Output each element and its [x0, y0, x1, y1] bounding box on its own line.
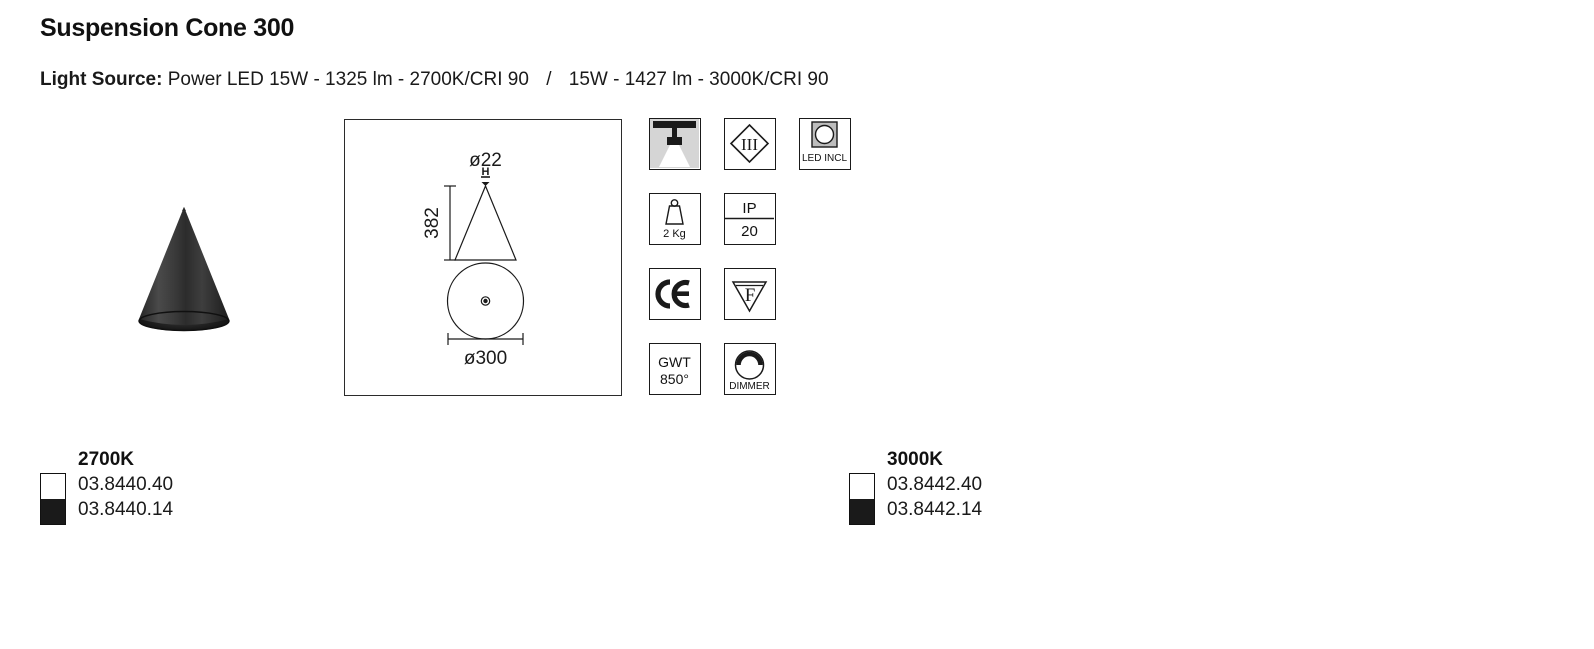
- variant-codes-3000k: 03.8442.40 03.8442.14: [887, 472, 982, 522]
- technical-drawing-panel: ø22 H 382 ø300: [344, 119, 622, 396]
- product-code[interactable]: 03.8442.14: [887, 499, 983, 520]
- product-photo: [118, 185, 278, 345]
- led-included-icon: LED INCL: [799, 118, 851, 170]
- protection-class-iii-icon: III: [724, 118, 776, 170]
- light-source-row: Light Source: Power LED 15W - 1325 lm - …: [40, 69, 829, 91]
- light-source-value-3000k: 15W - 1427 lm - 3000K/CRI 90: [568, 69, 829, 90]
- dimmer-label: DIMMER: [729, 381, 770, 392]
- light-source-label: Light Source:: [40, 69, 163, 90]
- white-finish-swatch: [850, 474, 874, 499]
- variant-codes-2700k: 03.8440.40 03.8440.14: [78, 472, 173, 522]
- f-mark-icon: F: [724, 268, 776, 320]
- variant-swatch-stack-2700k: [40, 473, 66, 525]
- ce-mark-icon: [649, 268, 701, 320]
- ip-rating-value: 20: [741, 223, 758, 240]
- page-title: Suspension Cone 300: [40, 14, 295, 42]
- white-finish-swatch: [41, 474, 65, 499]
- suspension-marker-arrow: [481, 182, 490, 186]
- cone-plan-center-ring: [480, 296, 491, 306]
- weight-label: 2 Kg: [663, 228, 686, 240]
- weight-icon: 2 Kg: [649, 193, 701, 245]
- top-diameter-label: ø22: [469, 150, 502, 171]
- ip-rating-prefix: IP: [742, 200, 756, 217]
- product-code[interactable]: 03.8440.40: [78, 474, 174, 495]
- protection-class-iii-label: III: [741, 135, 758, 154]
- technical-drawing-svg: ø22 H 382 ø300: [422, 150, 525, 369]
- dimmer-icon: DIMMER: [724, 343, 776, 395]
- suspension-marker-label: H: [482, 166, 490, 178]
- bottom-diameter-label: ø300: [464, 348, 507, 369]
- variant-temperature-3000k: 3000K: [887, 449, 943, 470]
- product-code[interactable]: 03.8442.40: [887, 474, 983, 495]
- product-photo-cone-graphic: [138, 207, 230, 332]
- specification-icon-grid: III LED INCL 2 Kg IP 20: [649, 118, 859, 408]
- black-finish-swatch: [850, 499, 874, 524]
- variant-temperature-2700k: 2700K: [78, 449, 134, 470]
- product-code[interactable]: 03.8440.14: [78, 499, 174, 520]
- variant-block-3000k: 3000K 03.8442.40 03.8442.14: [849, 449, 982, 525]
- variant-block-2700k: 2700K 03.8440.40 03.8440.14: [40, 449, 173, 525]
- glow-wire-test-prefix: GWT: [658, 354, 691, 370]
- light-source-separator: /: [546, 69, 552, 90]
- height-label: 382: [422, 207, 443, 239]
- glow-wire-test-value: 850°: [660, 371, 689, 387]
- cone-elevation-outline: [454, 184, 517, 261]
- f-mark-label: F: [745, 285, 756, 306]
- black-finish-swatch: [41, 499, 65, 524]
- light-source-value-2700k: Power LED 15W - 1325 lm - 2700K/CRI 90: [167, 69, 529, 90]
- led-included-label: LED INCL: [802, 153, 847, 164]
- variant-swatch-stack-3000k: [849, 473, 875, 525]
- ceiling-mount-icon: [649, 118, 701, 170]
- cone-plan-center-dot: [483, 298, 488, 304]
- glow-wire-test-icon: GWT 850°: [649, 343, 701, 395]
- ip-rating-icon: IP 20: [724, 193, 776, 245]
